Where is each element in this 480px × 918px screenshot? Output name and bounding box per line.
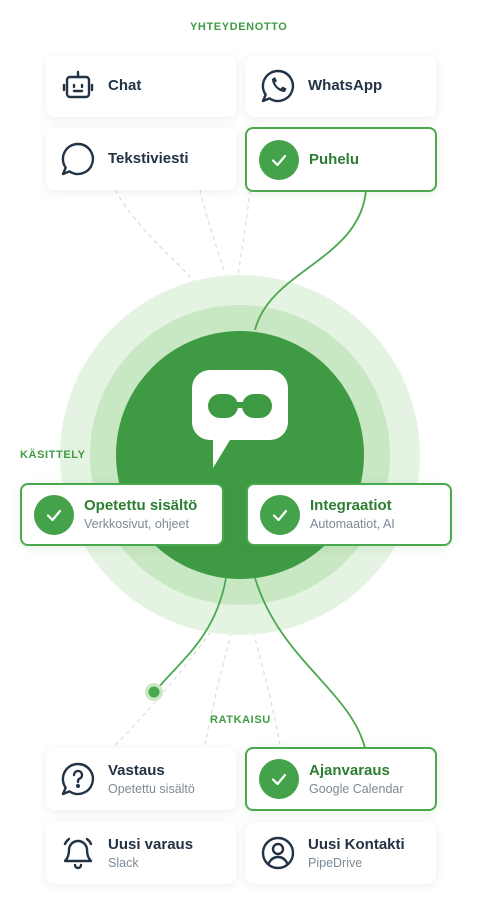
user-circle-icon bbox=[258, 833, 298, 873]
check-icon bbox=[259, 139, 299, 180]
outcome-card-new-contact[interactable]: Uusi Kontakti PipeDrive bbox=[246, 822, 436, 884]
channel-title: Puhelu bbox=[309, 150, 360, 168]
question-icon bbox=[58, 759, 98, 799]
outcome-card-booking[interactable]: Ajanvaraus Google Calendar bbox=[245, 747, 437, 811]
outcome-title: Uusi Kontakti bbox=[308, 835, 405, 853]
check-badge bbox=[259, 139, 299, 180]
check-badge bbox=[259, 759, 299, 799]
outcome-title: Ajanvaraus bbox=[309, 761, 390, 779]
processing-title: Opetettu sisältö bbox=[84, 497, 198, 514]
connector-booking-active bbox=[254, 577, 366, 749]
connector-call-active bbox=[254, 189, 367, 331]
channel-card-call[interactable]: Puhelu bbox=[245, 127, 437, 192]
check-icon bbox=[259, 759, 299, 799]
check-badge bbox=[260, 494, 300, 535]
outcome-card-answer[interactable]: Vastaus Opetettu sisältö bbox=[46, 748, 236, 810]
processing-card-integrations[interactable]: Integraatiot Automaatiot, AI bbox=[246, 483, 452, 546]
whatsapp-icon bbox=[258, 66, 298, 106]
processing-subtitle: Automaatiot, AI bbox=[310, 517, 395, 531]
chatbot-logo-icon bbox=[192, 370, 288, 468]
outcome-subtitle: Opetettu sisältö bbox=[108, 781, 195, 796]
connector-chat bbox=[114, 189, 226, 331]
speech-bubble-icon bbox=[58, 139, 98, 179]
channel-card-whatsapp[interactable]: WhatsApp bbox=[246, 55, 436, 117]
outcome-subtitle: Slack bbox=[108, 855, 139, 870]
outcome-title: Vastaus bbox=[108, 761, 165, 779]
check-icon bbox=[34, 494, 74, 535]
robot-icon bbox=[58, 66, 98, 106]
channel-card-sms[interactable]: Tekstiviesti bbox=[46, 128, 236, 190]
channel-card-chat[interactable]: Chat bbox=[46, 55, 236, 117]
bell-icon bbox=[58, 833, 98, 873]
connector-new-booking bbox=[204, 599, 241, 746]
processing-card-content[interactable]: Opetettu sisältö Verkkosivut, ohjeet bbox=[20, 483, 224, 546]
section-label-processing: KÄSITTELY bbox=[20, 449, 86, 461]
connector-new-contact bbox=[244, 599, 281, 746]
outcome-card-new-booking[interactable]: Uusi varaus Slack bbox=[46, 822, 236, 884]
check-icon bbox=[260, 494, 300, 535]
section-label-contact: YHTEYDENOTTO bbox=[190, 21, 288, 33]
channel-title: Chat bbox=[108, 77, 142, 94]
channel-title: Tekstiviesti bbox=[108, 150, 189, 167]
check-badge bbox=[34, 494, 74, 535]
processing-subtitle: Verkkosivut, ohjeet bbox=[84, 517, 189, 531]
channel-title: WhatsApp bbox=[308, 77, 383, 94]
outcome-title: Uusi varaus bbox=[108, 835, 194, 853]
connector-sms bbox=[231, 189, 251, 331]
outcome-subtitle: PipeDrive bbox=[308, 855, 363, 870]
flow-node-dot bbox=[148, 686, 160, 698]
outcome-subtitle: Google Calendar bbox=[309, 781, 404, 796]
section-label-resolution: RATKAISU bbox=[210, 714, 271, 726]
connector-answer-active bbox=[154, 577, 227, 693]
processing-title: Integraatiot bbox=[310, 497, 392, 514]
